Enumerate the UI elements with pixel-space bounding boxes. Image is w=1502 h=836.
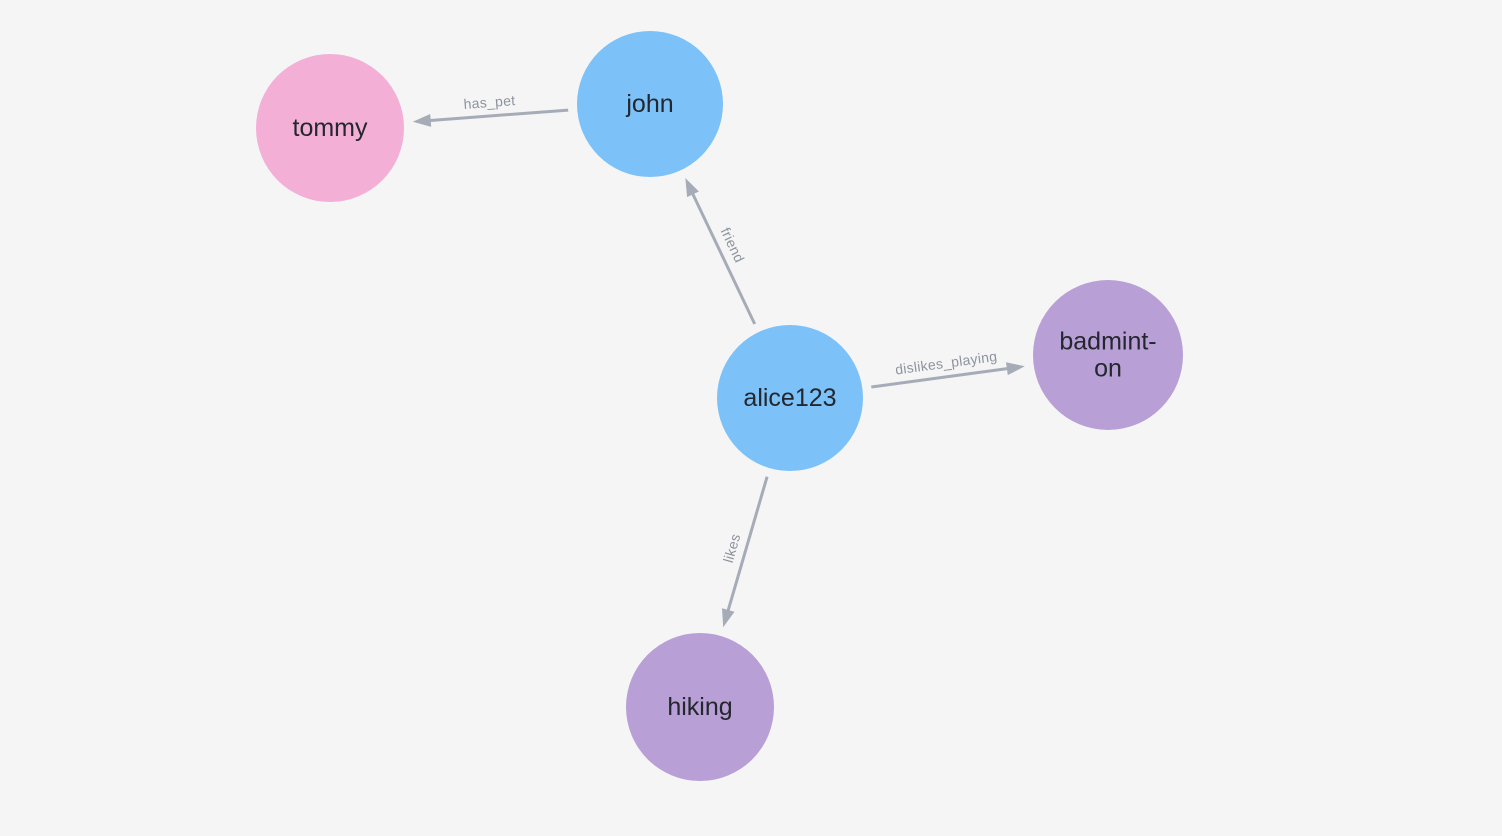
node-circle-tommy[interactable] [256, 54, 404, 202]
edge-line[interactable] [871, 366, 1010, 389]
node-label-tommy: tommy [293, 114, 369, 142]
edge-line[interactable] [428, 108, 569, 123]
node-badminton[interactable]: badmint-on [1033, 280, 1183, 430]
node-circle-hiking[interactable] [626, 633, 774, 781]
node-circle-badminton[interactable] [1033, 280, 1183, 430]
edge-alice123-badminton[interactable]: dislikes_playing [871, 348, 1025, 389]
edge-arrowhead [685, 178, 699, 198]
node-label-hiking: hiking [667, 693, 732, 721]
node-circle-alice123[interactable] [717, 325, 863, 471]
node-label-alice123: alice123 [743, 384, 836, 412]
edge-john-tommy[interactable]: has_pet [412, 92, 569, 127]
edge-label[interactable]: likes [720, 532, 744, 565]
edge-label[interactable]: has_pet [463, 92, 516, 112]
edge-line[interactable] [690, 191, 757, 325]
node-label-badminton: badmint-on [1059, 328, 1156, 383]
node-label-john: john [625, 90, 673, 118]
node-tommy[interactable]: tommy [256, 54, 404, 202]
edge-arrowhead [412, 114, 432, 127]
edge-alice123-hiking[interactable]: likes [720, 476, 769, 628]
node-circle-john[interactable] [577, 31, 723, 177]
edge-line[interactable] [726, 476, 769, 613]
node-hiking[interactable]: hiking [626, 633, 774, 781]
edge-alice123-john[interactable]: friend [685, 178, 757, 325]
node-john[interactable]: john [577, 31, 723, 177]
edge-label[interactable]: friend [717, 225, 747, 265]
node-alice123[interactable]: alice123 [717, 325, 863, 471]
edge-arrowhead [1006, 362, 1025, 376]
edge-arrowhead [722, 608, 735, 628]
